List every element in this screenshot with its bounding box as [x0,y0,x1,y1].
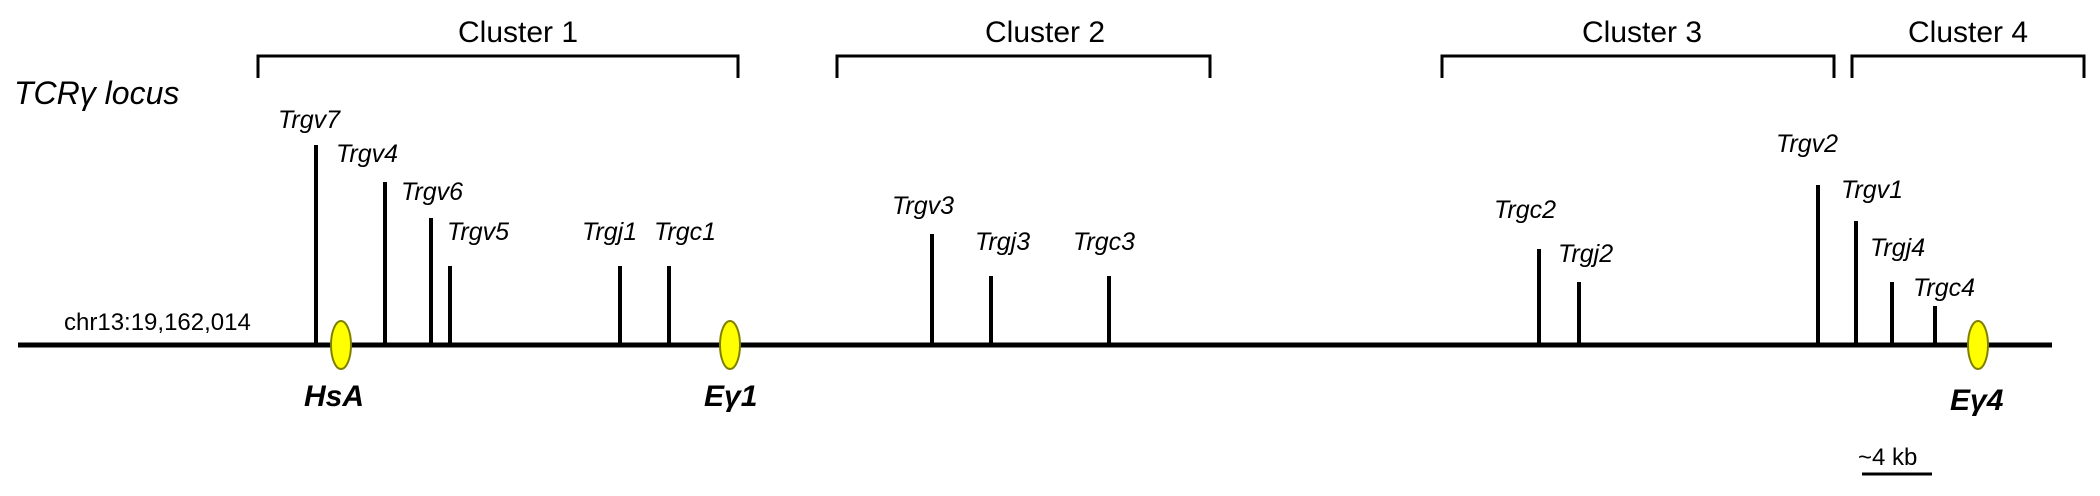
gene-label-trgj1: Trgj1 [582,218,637,246]
element-label-hsa: HsA [304,380,364,413]
scale-bar-label: ~4 kb [1858,444,1917,471]
cluster-1-label: Cluster 1 [458,16,578,49]
element-e-gamma-4 [1967,320,1989,370]
gene-label-trgj3: Trgj3 [975,228,1030,256]
cluster-3-label: Cluster 3 [1582,16,1702,49]
cluster-2-bracket [835,54,1212,78]
gene-label-trgj4: Trgj4 [1870,234,1925,262]
cluster-4-label: Cluster 4 [1908,16,2028,49]
gene-label-trgv4: Trgv4 [336,140,398,168]
gene-label-trgc3: Trgc3 [1073,228,1135,256]
element-hsa [330,320,352,370]
gene-label-trgj2: Trgj2 [1558,240,1613,268]
element-e-gamma-1 [719,320,741,370]
cluster-2-label: Cluster 2 [985,16,1105,49]
gene-label-trgv3: Trgv3 [892,192,954,220]
cluster-1-bracket [256,54,740,78]
gene-label-trgc4: Trgc4 [1913,274,1975,302]
cluster-4-bracket [1850,54,2086,78]
gene-ticks [314,145,1937,345]
element-label-e-gamma-1: Eγ1 [704,380,757,413]
locus-title: TCRγ locus [14,75,179,111]
gene-label-trgv6: Trgv6 [401,178,463,206]
gene-label-trgc2: Trgc2 [1494,196,1556,224]
gene-label-trgv1: Trgv1 [1841,176,1903,204]
gene-label-trgv7: Trgv7 [278,106,341,134]
gene-label-trgc1: Trgc1 [654,218,716,246]
cluster-3-bracket [1440,54,1836,78]
start-coordinate: chr13:19,162,014 [64,309,251,336]
cluster-brackets [256,54,2086,78]
gene-label-trgv2: Trgv2 [1776,130,1838,158]
gene-label-trgv5: Trgv5 [447,218,509,246]
element-label-e-gamma-4: Eγ4 [1950,384,2004,417]
